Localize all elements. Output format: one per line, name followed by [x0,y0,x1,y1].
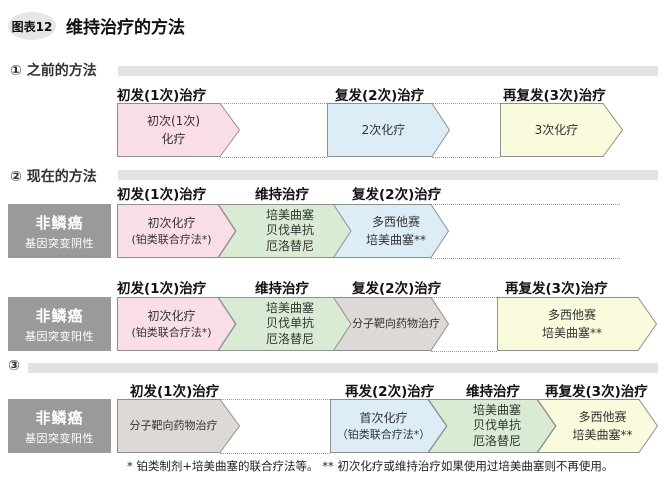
section3-bar [28,363,658,373]
column-header: 再复发(3次)治疗 [545,384,648,400]
arrow-label: 培美曲塞 贝伐单抗 厄洛替尼 [265,301,314,346]
footnote: * 铂类制剂+培美曲塞的联合疗法等。 ** 初次化疗或维持治疗如果使用过培美曲塞… [127,459,614,473]
column-header: 复发(2次)治疗 [352,281,442,297]
column-header: 初发(1次)治疗 [130,384,220,400]
column-header: 维持治疗 [255,187,309,203]
column-header: 再复发(3次)治疗 [505,281,608,297]
row-label-nonsquamous-positive: 非鳞癌 基因突变阳性 [8,399,111,453]
therapy-arrow-maintenance: 培美曲塞 贝伐单抗 厄洛替尼 [218,297,352,351]
arrow-label: 3次化疗 [534,123,579,137]
therapy-arrow-second-chemo: 2次化疗 [327,103,450,157]
therapy-arrow-initial-chemo: 初次化疗 (铂类联合疗法*) [117,204,236,258]
column-header: 初发(1次)治疗 [117,88,207,104]
dotted-connector [432,103,500,158]
column-header: 复发(2次)治疗 [335,88,425,104]
column-header: 初发(1次)治疗 [117,281,207,297]
therapy-arrow-third-chemo: 3次化疗 [500,103,623,157]
row-label-nonsquamous-positive: 非鳞癌 基因突变阳性 [8,297,111,351]
section1-label: ① 之前的方法 [10,63,97,79]
dotted-connector [220,399,330,454]
figure-title: 维持治疗的方法 [66,18,185,38]
therapy-arrow-first-chemo: 首次化疗 （铂类联合疗法*） [330,399,447,453]
dotted-connector [431,297,497,352]
column-header: 再复发(3次)治疗 [503,88,606,104]
arrow-label: 分子靶向药物治疗 [352,316,440,330]
dotted-connector [431,204,620,259]
arrow-label: 多西他赛 培美曲塞** [572,410,633,442]
therapy-arrow-initial-chemo: 初次化疗 (铂类联合疗法*) [117,297,236,351]
arrow-label: 培美曲塞 贝伐单抗 厄洛替尼 [265,208,314,253]
column-header: 复发(2次)治疗 [352,187,442,203]
therapy-arrow-re-relapse: 多西他赛 培美曲塞** [497,297,657,351]
column-header: 初发(1次)治疗 [117,187,207,203]
section1-bar [118,66,658,76]
arrow-label: 初次化疗 (铂类联合疗法*) [131,308,212,339]
arrow-label: 培美曲塞 贝伐单抗 厄洛替尼 [472,403,521,448]
section3-label: ③ [8,358,20,374]
arrow-label: 首次化疗 （铂类联合疗法*） [336,410,431,441]
section2-bar [118,170,658,180]
therapy-arrow-targeted-drug: 分子靶向药物治疗 [333,297,449,351]
arrow-label: 多西他赛 培美曲塞** [541,308,602,340]
therapy-arrow-maintenance: 培美曲塞 贝伐单抗 厄洛替尼 [428,399,556,453]
therapy-arrow-targeted-drug: 分子靶向药物治疗 [117,399,240,453]
column-header: 维持治疗 [466,384,520,400]
arrow-label: 多西他赛 培美曲塞** [365,215,426,247]
therapy-arrow-relapse: 多西他赛 培美曲塞** [333,204,449,258]
column-header: 维持治疗 [255,281,309,297]
row-label-nonsquamous-negative: 非鳞癌 基因突变阴性 [8,204,111,258]
therapy-arrow-re-relapse: 多西他赛 培美曲塞** [537,399,658,453]
therapy-arrow-first-chemo: 初次(1次) 化疗 [117,103,240,157]
column-header: 再发(2次)治疗 [345,384,435,400]
arrow-label: 初次化疗 (铂类联合疗法*) [131,215,212,246]
arrow-label: 2次化疗 [361,123,406,137]
section2-label: ② 现在的方法 [10,169,97,185]
dotted-connector [220,103,327,158]
therapy-arrow-maintenance: 培美曲塞 贝伐单抗 厄洛替尼 [218,204,352,258]
arrow-label: 初次(1次) 化疗 [147,114,200,146]
arrow-label: 分子靶向药物治疗 [129,418,218,432]
figure-number-badge: 图表12 [8,12,56,40]
